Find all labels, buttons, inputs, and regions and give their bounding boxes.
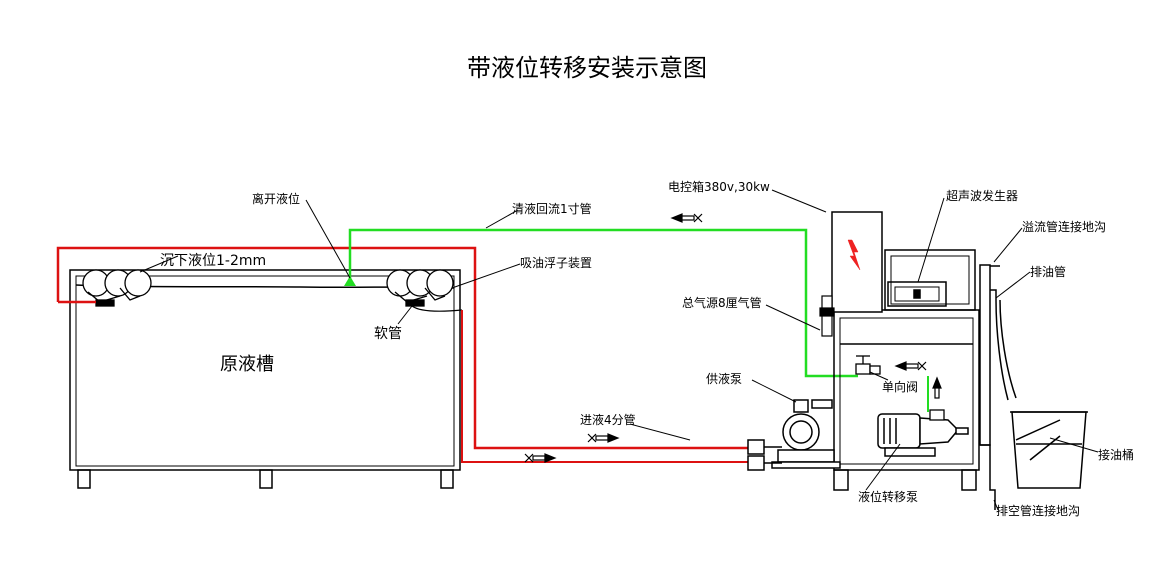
right-pipes — [979, 264, 1017, 510]
raw-tank — [69, 269, 461, 489]
return-line — [348, 228, 929, 412]
oil-bucket — [1010, 411, 1088, 489]
label-leave-level: 离开液位 — [252, 191, 300, 206]
label-hose: 软管 — [374, 326, 402, 342]
supply-pump — [747, 399, 841, 471]
oil-float-left — [82, 269, 152, 307]
label-overflow: 溢流管连接地沟 — [1022, 219, 1106, 234]
check-valve — [855, 355, 881, 375]
hose-line — [411, 305, 463, 312]
label-check-valve: 单向阀 — [882, 379, 918, 394]
label-ultrasonic-gen: 超声波发生器 — [946, 188, 1018, 203]
leader-lines — [139, 189, 1099, 511]
label-transfer-pump: 液位转移泵 — [858, 489, 918, 504]
machine-frame — [833, 249, 980, 491]
oil-float-right — [386, 269, 454, 307]
label-empty-drain: 排空管连接地沟 — [996, 503, 1080, 518]
transfer-pump — [877, 413, 969, 457]
label-raw-tank: 原液槽 — [220, 354, 274, 375]
air-regulator — [819, 295, 835, 337]
label-air-source: 总气源8厘气管 — [682, 295, 762, 310]
return-outlet-arrow — [344, 276, 356, 286]
label-clear-return: 清液回流1寸管 — [512, 201, 592, 216]
label-inlet-pipe: 进液4分管 — [580, 412, 636, 427]
label-control-box: 电控箱380v,30kw — [668, 179, 770, 194]
supply-lines — [56, 246, 748, 463]
label-oil-bucket: 接油桶 — [1098, 447, 1134, 462]
label-oil-float: 吸油浮子装置 — [520, 256, 592, 270]
label-drain-pipe: 排油管 — [1030, 264, 1066, 279]
diagram-title: 带液位转移安装示意图 — [467, 54, 707, 82]
label-supply-pump: 供液泵 — [706, 371, 742, 386]
flow-arrows — [524, 213, 942, 463]
ultrasonic-generator — [887, 281, 947, 307]
control-box — [831, 211, 883, 313]
label-settle-level: 沉下液位1-2mm — [160, 253, 266, 269]
pump-valve — [929, 409, 945, 421]
